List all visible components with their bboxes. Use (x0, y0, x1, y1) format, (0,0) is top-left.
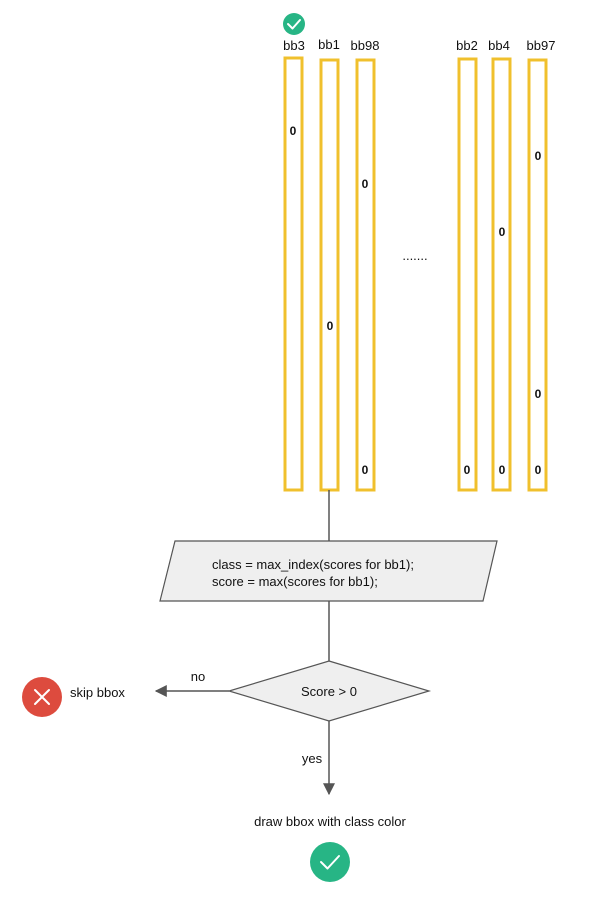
decision-label: Score > 0 (301, 684, 357, 699)
column-label-bb97: bb97 (527, 38, 556, 53)
skip-bbox-label: skip bbox (70, 685, 125, 700)
check-icon (310, 842, 350, 882)
no-branch-label: no (191, 669, 205, 684)
process-line-2: score = max(scores for bb1); (212, 574, 378, 589)
cell-value: 0 (535, 149, 542, 163)
selected-check-badge (283, 13, 305, 35)
score-column-bb98 (355, 58, 376, 492)
score-column-bb97 (527, 58, 548, 492)
cell-value: 0 (499, 225, 506, 239)
column-label-bb4: bb4 (488, 38, 510, 53)
column-label-bb1: bb1 (318, 37, 340, 52)
yes-branch-label: yes (302, 751, 323, 766)
reject-badge (22, 677, 62, 717)
cell-value: 0 (362, 177, 369, 191)
process-box (159, 540, 498, 602)
cell-value: 0 (327, 319, 334, 333)
accept-badge (310, 842, 350, 882)
column-label-bb2: bb2 (456, 38, 478, 53)
score-column-bb2 (457, 57, 478, 492)
cell-value: 0 (535, 463, 542, 477)
cell-value: 0 (464, 463, 471, 477)
cell-value: 0 (535, 387, 542, 401)
cell-value: 0 (362, 463, 369, 477)
score-column-bb4 (491, 57, 512, 492)
ellipsis: ....... (402, 248, 427, 263)
process-line-1: class = max_index(scores for bb1); (212, 557, 414, 572)
column-label-bb3: bb3 (283, 38, 305, 53)
column-label-bb98: bb98 (351, 38, 380, 53)
score-column-bb1 (319, 58, 340, 492)
check-icon (283, 13, 305, 35)
cell-value: 0 (499, 463, 506, 477)
draw-bbox-label: draw bbox with class color (254, 814, 406, 829)
cell-value: 0 (290, 124, 297, 138)
score-column-bb3 (283, 56, 304, 492)
